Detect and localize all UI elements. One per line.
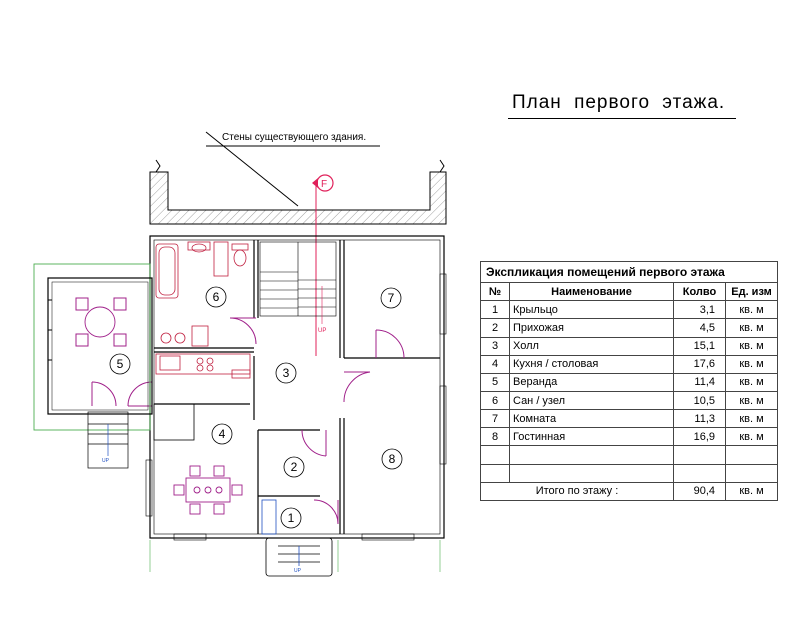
table-row: 3 Холл 15,1 кв. м (480, 336, 779, 356)
row-unit: кв. м (724, 354, 779, 374)
entrance-porch (261, 499, 333, 577)
total-qty: 90,4 (673, 481, 726, 502)
row-unit: кв. м (724, 391, 779, 411)
row-number: 2 (480, 318, 510, 338)
row-unit: кв. м (724, 318, 779, 338)
row-number: 4 (480, 354, 510, 374)
row-unit: кв. м (724, 300, 779, 320)
existing-wall (149, 159, 447, 225)
veranda-steps (87, 411, 129, 469)
row-number: 7 (480, 409, 510, 429)
row-number: 1 (480, 300, 510, 320)
row-number: 8 (480, 427, 510, 447)
row-name: Крыльцо (509, 300, 674, 320)
row-name: Гостинная (509, 427, 674, 447)
row-qty: 15,1 (673, 336, 726, 356)
header-qty: Колво (673, 282, 726, 302)
room-number: 7 (388, 291, 395, 305)
title-underline (508, 118, 736, 119)
room-number: 3 (283, 366, 290, 380)
table-row: 6 Сан / узел 10,5 кв. м (480, 391, 779, 411)
veranda (33, 263, 153, 431)
row-number: 3 (480, 336, 510, 356)
row-number: 6 (480, 391, 510, 411)
row-name: Сан / узел (509, 391, 674, 411)
table-row: 4 Кухня / столовая 17,6 кв. м (480, 354, 779, 374)
table-row: 8 Гостинная 16,9 кв. м (480, 427, 779, 447)
row-qty: 17,6 (673, 354, 726, 374)
row-qty: 16,9 (673, 427, 726, 447)
porch-up-label: UP (294, 568, 302, 574)
header-name: Наименование (509, 282, 674, 302)
row-name: Веранда (509, 372, 674, 393)
explication-table: Экспликация помещений первого этажа № На… (479, 260, 779, 502)
stairs-interior (259, 241, 337, 324)
section-marker: F (312, 174, 334, 356)
total-label: Итого по этажу : (480, 481, 674, 502)
row-unit: кв. м (724, 336, 779, 356)
row-unit: кв. м (724, 409, 779, 429)
section-marker-label: F (321, 179, 327, 190)
table-row: 5 Веранда 11,4 кв. м (480, 372, 779, 393)
explication-caption: Экспликация помещений первого этажа (479, 260, 779, 284)
row-qty: 4,5 (673, 318, 726, 338)
row-name: Комната (509, 409, 674, 429)
table-row-empty (480, 445, 779, 465)
room-number: 2 (291, 460, 298, 474)
row-name: Прихожая (509, 318, 674, 338)
stair-up-label: UP (318, 328, 326, 334)
dining-set (173, 465, 243, 515)
row-number: 5 (480, 372, 510, 393)
bathroom-fixtures (155, 241, 249, 347)
row-qty: 11,4 (673, 372, 726, 393)
callout-label: Стены существующего здания. (222, 132, 366, 143)
table-row: 2 Прихожая 4,5 кв. м (480, 318, 779, 338)
table-row-empty (480, 463, 779, 483)
row-qty: 3,1 (673, 300, 726, 320)
total-unit: кв. м (724, 481, 779, 502)
room-number: 8 (389, 452, 396, 466)
veranda-up-label: UP (102, 458, 110, 464)
row-name: Кухня / столовая (509, 354, 674, 374)
callout-leader (205, 131, 299, 207)
room-number: 4 (219, 427, 226, 441)
header-unit: Ед. изм (724, 282, 779, 302)
table-row: 7 Комната 11,3 кв. м (480, 409, 779, 429)
kitchen-counter (153, 353, 251, 441)
page-title: План первого этажа. (512, 92, 726, 113)
interior-walls (154, 240, 440, 534)
row-qty: 10,5 (673, 391, 726, 411)
row-name: Холл (509, 336, 674, 356)
room-number: 1 (288, 511, 295, 525)
table-total-row: Итого по этажу : 90,4 кв. м (480, 481, 779, 502)
header-number: № (480, 282, 510, 302)
door-swings (91, 317, 405, 525)
room-labels (109, 286, 403, 529)
row-unit: кв. м (724, 427, 779, 447)
windows (145, 273, 447, 572)
room-number: 6 (213, 290, 220, 304)
room-number: 5 (117, 357, 124, 371)
table-row: 1 Крыльцо 3,1 кв. м (480, 300, 779, 320)
row-unit: кв. м (724, 372, 779, 393)
row-qty: 11,3 (673, 409, 726, 429)
